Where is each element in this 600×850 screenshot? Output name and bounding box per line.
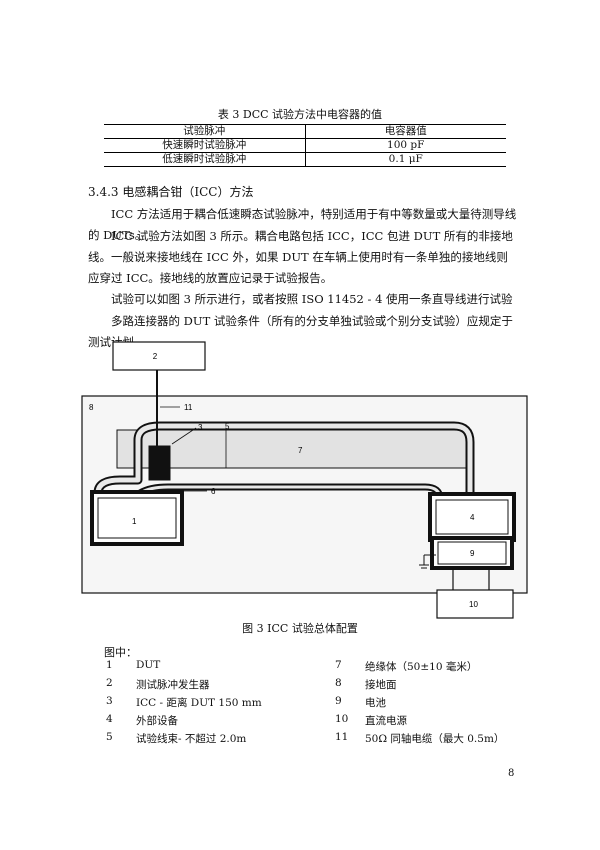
legend-text: 测试脉冲发生器 [136, 679, 210, 691]
dc-power-supply-box [436, 589, 514, 619]
legend-heading: 图中： [104, 646, 137, 659]
legend-text: 50Ω 同轴电缆（最大 0.5m） [365, 733, 505, 745]
legend-num: 3 [106, 695, 113, 707]
legend-num: 11 [335, 731, 349, 743]
legend-num: 7 [335, 659, 342, 671]
label-1: 1 [132, 517, 137, 526]
legend-num: 4 [106, 713, 113, 725]
label-10: 10 [469, 600, 478, 609]
label-9: 9 [470, 549, 475, 558]
table-row: 快速瞬时试验脉冲 100 pF [104, 138, 506, 153]
legend-text: 外部设备 [136, 715, 178, 727]
section-heading: 3.4.3 电感耦合钳（ICC）方法 [88, 185, 254, 199]
legend-text: 试验线束- 不超过 2.0m [136, 733, 247, 745]
legend-num: 9 [335, 695, 342, 707]
capacitor-table: 试验脉冲 电容器值 快速瞬时试验脉冲 100 pF 低速瞬时试验脉冲 0.1 μ… [104, 124, 506, 167]
icc-clamp [148, 445, 171, 481]
label-5: 5 [225, 422, 230, 431]
label-7: 7 [298, 446, 303, 455]
label-11: 11 [184, 403, 193, 412]
label-3: 3 [198, 423, 203, 432]
label-4: 4 [470, 513, 475, 522]
legend-num: 2 [106, 677, 113, 689]
label-8: 8 [89, 403, 94, 412]
paragraph: 试验可以如图 3 所示进行，或者按照 ISO 11452 - 4 使用一条直导线… [111, 292, 513, 306]
insulator [116, 429, 472, 469]
table-cell: 低速瞬时试验脉冲 [104, 152, 306, 167]
table-cell: 100 pF [305, 138, 506, 153]
table-cell: 快速瞬时试验脉冲 [104, 138, 306, 153]
table-cell: 0.1 μF [305, 152, 506, 167]
legend-text: 电池 [365, 697, 386, 709]
table-caption: 表 3 DCC 试验方法中电容器的值 [217, 108, 383, 121]
legend-text: ICC - 距离 DUT 150 mm [136, 697, 262, 709]
table-row: 低速瞬时试验脉冲 0.1 μF [104, 152, 506, 167]
legend-num: 5 [106, 731, 113, 743]
legend-text: 绝缘体（50±10 毫米） [365, 661, 478, 673]
legend-num: 1 [106, 659, 113, 671]
legend-num: 10 [335, 713, 349, 725]
legend-text: 直流电源 [365, 715, 407, 727]
page-number: 8 [508, 768, 515, 779]
label-6: 6 [211, 487, 216, 496]
legend-num: 8 [335, 677, 342, 689]
legend-text: 接地面 [365, 679, 397, 691]
label-2: 2 [153, 352, 158, 361]
paragraph: ICC 试验方法如图 3 所示。耦合电路包括 ICC，ICC 包进 DUT 所有… [88, 229, 513, 285]
legend-text: DUT [136, 659, 161, 671]
pulse-generator-box [112, 341, 206, 371]
figure-caption: 图 3 ICC 试验总体配置 [242, 622, 358, 635]
paragraph: ICC 方法适用于耦合低速瞬态试验脉冲，特别适用于有中等数量或大量待测导线的 D… [88, 207, 517, 242]
table-header-row: 试验脉冲 电容器值 [104, 124, 506, 139]
